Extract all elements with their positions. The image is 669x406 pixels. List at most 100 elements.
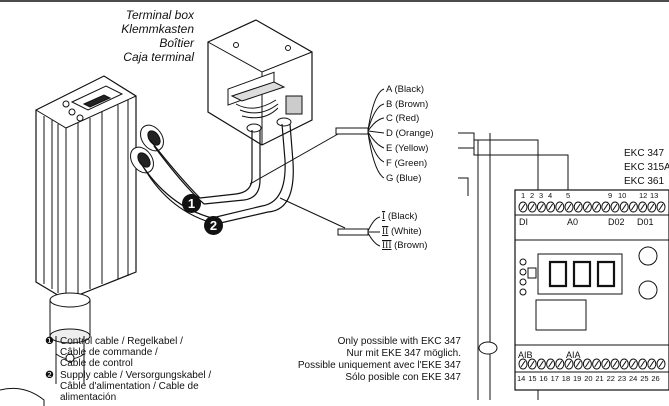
top-terminal-slot-3 <box>538 203 544 211</box>
controller-model-3: EKC 361 <box>624 176 665 187</box>
top-terminal-slot-6 <box>566 203 572 211</box>
wire-label-a: A (Black) <box>386 84 425 95</box>
terminal-label-aib: AIB <box>518 350 533 360</box>
terminal-label-a0: A0 <box>567 217 579 227</box>
bottom-terminal-number: 25 <box>640 374 649 383</box>
top-terminal-5 <box>555 201 565 213</box>
top-terminal-16 <box>656 201 666 213</box>
top-terminal-slot-8 <box>584 203 590 211</box>
note-de: Nur mit EKE 347 möglich. <box>346 348 462 359</box>
bottom-terminal-5 <box>555 358 565 370</box>
bottom-terminal-number: 19 <box>573 374 582 383</box>
top-terminal-4 <box>546 201 556 213</box>
top-terminal-7 <box>573 201 583 213</box>
legend-2-line-3: alimentación <box>60 392 117 401</box>
bottom-terminal-11 <box>610 358 620 370</box>
wire-label-b: B (Brown) <box>386 99 429 110</box>
top-terminal-slot-11 <box>612 203 618 211</box>
top-terminal-10 <box>601 201 611 213</box>
terminal-number-10: 10 <box>618 191 627 200</box>
top-terminal-11 <box>610 201 620 213</box>
top-terminal-slot-2 <box>529 203 535 211</box>
wire-label-f: F (Green) <box>386 158 428 169</box>
bottom-terminal-slot-1 <box>520 360 526 368</box>
top-terminal-slot-4 <box>548 203 554 211</box>
controller-model-2: EKC 315A <box>624 162 669 173</box>
bottom-terminal-number: 21 <box>595 374 604 383</box>
bottom-terminal-number: 24 <box>629 374 638 383</box>
terminal-number-4: 4 <box>548 191 553 200</box>
top-terminal-13 <box>628 201 638 213</box>
bottom-terminal-13 <box>628 358 638 370</box>
top-terminal-slot-5 <box>557 203 563 211</box>
wire-label-g: G (Blue) <box>386 173 422 184</box>
bottom-terminal-slot-11 <box>612 360 618 368</box>
bottom-terminal-number: 20 <box>584 374 593 383</box>
legend-1-line-3: Cable de control <box>60 358 133 369</box>
bottom-terminal-slot-12 <box>621 360 627 368</box>
terminal-number-3: 3 <box>539 191 544 200</box>
bottom-terminal-slot-14 <box>640 360 646 368</box>
controller-model-1: EKC 347 <box>624 148 665 159</box>
bottom-terminal-slot-9 <box>594 360 600 368</box>
legend-1-line-2: Câble de commande / <box>60 347 158 358</box>
legend-1-line-1: Control cable / Regelkabel / <box>60 336 183 347</box>
bottom-terminal-1 <box>518 358 528 370</box>
bottom-terminal-slot-5 <box>557 360 563 368</box>
note-es: Sólo posible con EKE 347 <box>345 372 461 383</box>
legend-marker-2: ❷ <box>45 370 54 381</box>
legend-2-line-1: Supply cable / Versorgungskabel / <box>60 370 212 381</box>
bottom-terminal-15 <box>647 358 657 370</box>
supply-wire-lines <box>367 216 381 247</box>
wire-label-e: E (Yellow) <box>386 143 429 154</box>
terminal-label-aia: AIA <box>566 350 581 360</box>
bottom-terminal-16 <box>656 358 666 370</box>
supply-wire-label-2: II (White) <box>382 226 422 237</box>
top-terminal-slot-14 <box>640 203 646 211</box>
terminal-label-d01: D01 <box>637 217 654 227</box>
motor <box>35 75 137 384</box>
top-terminal-1 <box>518 201 528 213</box>
display-digits <box>548 260 616 288</box>
top-terminal-slot-13 <box>630 203 636 211</box>
top-terminal-slot-16 <box>658 203 664 211</box>
wire-label-d: D (Orange) <box>386 128 434 139</box>
callout-2: 2 <box>204 215 223 235</box>
bottom-terminal-3 <box>536 358 546 370</box>
terminal-number-13: 13 <box>650 191 659 200</box>
bottom-terminal-slot-15 <box>649 360 655 368</box>
bottom-terminal-number: 22 <box>606 374 615 383</box>
terminal-number-1: 1 <box>521 191 526 200</box>
bottom-terminal-circles <box>518 358 666 370</box>
bottom-terminal-number: 15 <box>528 374 537 383</box>
note-fr: Possible uniquement avec l'EKE 347 <box>297 360 461 371</box>
cable-connectors <box>130 124 217 225</box>
terminal-box-label-de: Klemmkasten <box>121 22 194 36</box>
bottom-terminal-slot-2 <box>529 360 535 368</box>
bottom-terminal-7 <box>573 358 583 370</box>
top-terminal-12 <box>619 201 629 213</box>
top-terminal-slot-12 <box>621 203 627 211</box>
terminal-number-12: 12 <box>639 191 648 200</box>
top-terminal-2 <box>527 201 537 213</box>
bottom-terminal-number: 16 <box>539 374 548 383</box>
top-terminal-slot-7 <box>575 203 581 211</box>
bottom-terminal-number: 18 <box>561 374 571 383</box>
bottom-terminal-slot-10 <box>603 360 609 368</box>
bottom-terminal-number: 26 <box>651 374 660 383</box>
bottom-terminal-2 <box>527 358 537 370</box>
callout-1: 1 <box>182 193 201 213</box>
bottom-terminal-14 <box>638 358 648 370</box>
terminal-number-5: 5 <box>566 191 571 200</box>
top-terminal-slot-9 <box>594 203 600 211</box>
legend-2-line-2: Câble d'alimentation / Cable de <box>60 381 199 392</box>
top-terminal-3 <box>536 201 546 213</box>
bottom-terminal-slot-4 <box>548 360 554 368</box>
bottom-terminal-number: 23 <box>617 374 627 383</box>
top-terminal-15 <box>647 201 657 213</box>
top-terminal-slot-1 <box>520 203 526 211</box>
terminal-label-d02: D02 <box>608 217 625 227</box>
terminal-box <box>207 19 313 146</box>
terminal-number-9: 9 <box>608 191 613 200</box>
